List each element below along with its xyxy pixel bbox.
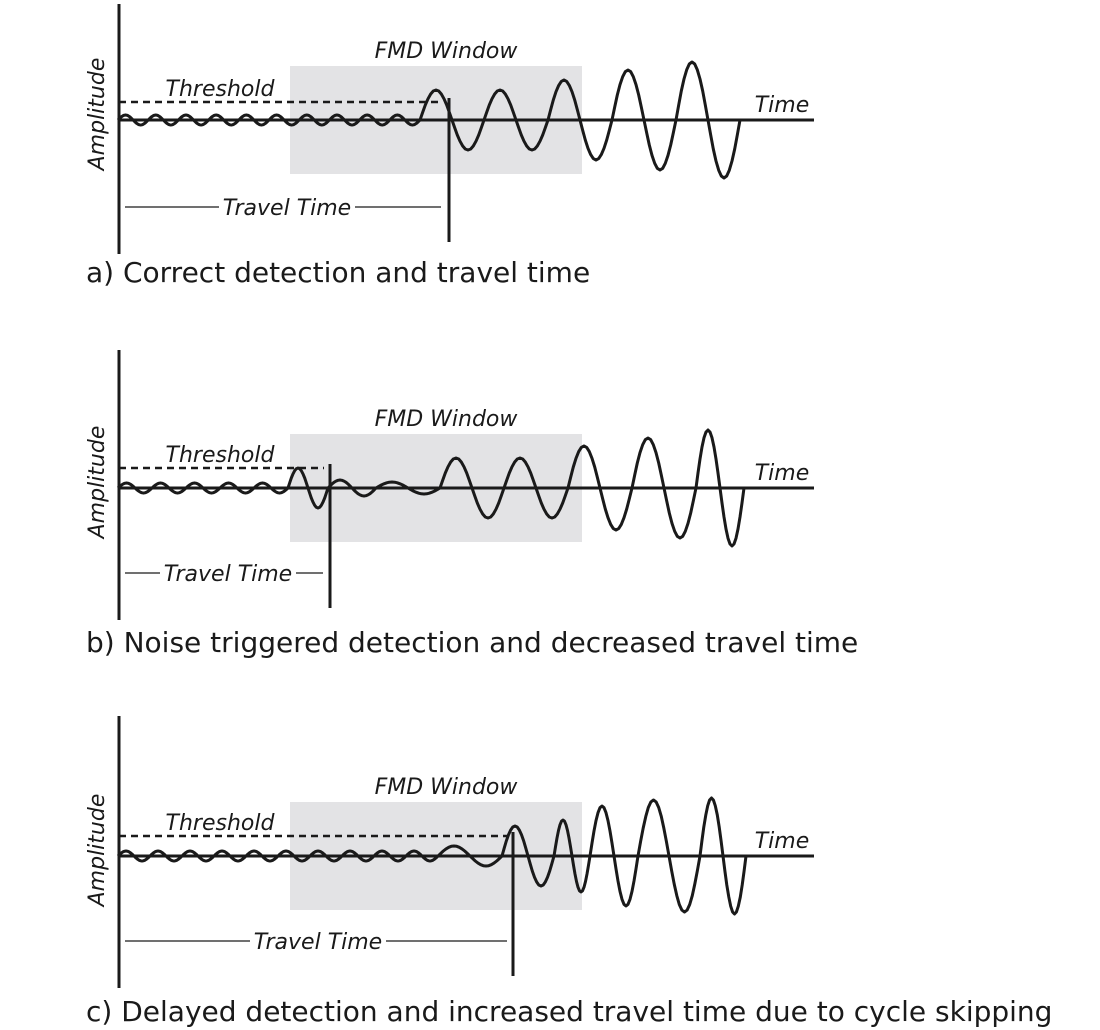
threshold-label: Threshold (166, 443, 276, 468)
fmd-window-label: FMD Window (375, 407, 519, 432)
amplitude-label: Amplitude (85, 58, 110, 173)
time-label: Time (755, 93, 810, 118)
panel-caption: b) Noise triggered detection and decreas… (86, 626, 858, 659)
travel-time-label: Travel Time (254, 930, 382, 955)
travel-time-label: Travel Time (223, 196, 351, 221)
waveform (116, 428, 746, 548)
panel-caption: a) Correct detection and travel time (86, 256, 590, 289)
waveform (116, 796, 748, 916)
fmd-window-label: FMD Window (375, 39, 519, 64)
fmd-window-label: FMD Window (375, 775, 519, 800)
travel-time-label: Travel Time (164, 562, 292, 587)
time-label: Time (755, 461, 810, 486)
panel-caption: c) Delayed detection and increased trave… (86, 995, 1052, 1028)
time-label: Time (755, 829, 810, 854)
amplitude-label: Amplitude (85, 794, 110, 909)
amplitude-label: Amplitude (85, 426, 110, 541)
threshold-label: Threshold (166, 77, 276, 102)
threshold-label: Threshold (166, 811, 276, 836)
waveform (116, 60, 742, 180)
